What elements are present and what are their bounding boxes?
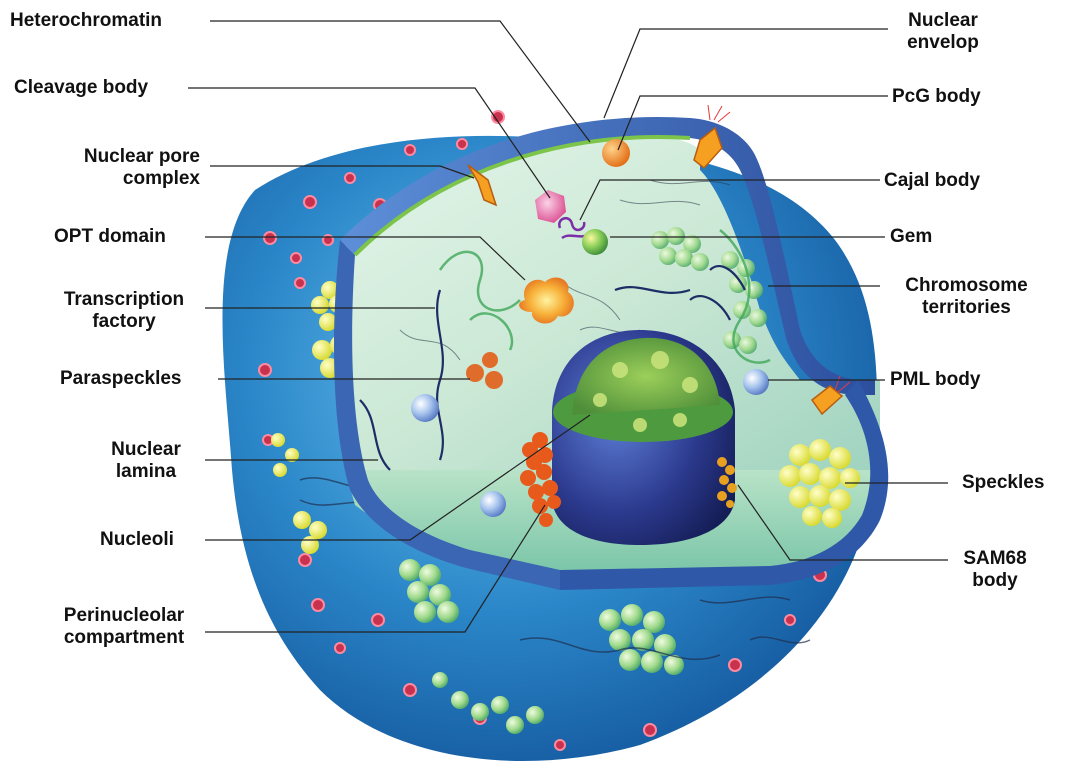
label-nucleoli: Nucleoli: [100, 529, 174, 551]
label-nuclear-lamina: Nuclear lamina: [92, 439, 200, 483]
label-cajal-body: Cajal body: [884, 170, 980, 192]
label-nuclear-envelop: Nuclear envelop: [888, 10, 998, 54]
nucleolus: [552, 330, 735, 545]
blue-body-bottom: [480, 491, 506, 517]
label-opt-domain: OPT domain: [54, 226, 166, 248]
label-pcg-body: PcG body: [892, 86, 981, 108]
label-gem: Gem: [890, 226, 932, 248]
pcg-body-shape: [602, 139, 630, 167]
label-perinucleolar-compartment: Perinucleolar compartment: [46, 605, 202, 649]
label-heterochromatin: Heterochromatin: [10, 10, 162, 32]
gem-shape: [582, 229, 608, 255]
label-chromosome-territories: Chromosome territories: [884, 275, 1049, 319]
blue-body-left: [411, 394, 439, 422]
label-cleavage-body: Cleavage body: [14, 77, 148, 99]
label-pml-body: PML body: [890, 369, 980, 391]
label-transcription-factory: Transcription factory: [48, 289, 200, 333]
label-speckles: Speckles: [962, 472, 1044, 494]
pml-body-shape: [743, 369, 769, 395]
label-nuclear-pore-complex: Nuclear pore complex: [50, 146, 200, 190]
label-paraspeckles: Paraspeckles: [60, 368, 182, 390]
label-sam68-body: SAM68 body: [950, 548, 1040, 592]
